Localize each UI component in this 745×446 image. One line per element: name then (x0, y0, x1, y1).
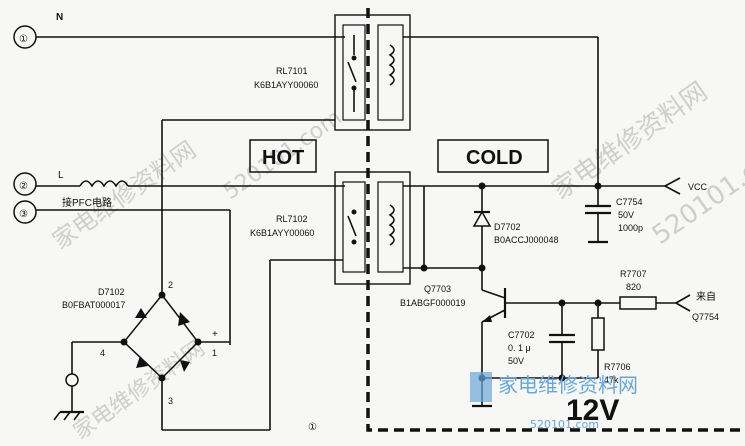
rl7102-coil-icon (388, 204, 395, 246)
bridge-diode-2 (178, 312, 190, 326)
rl7102-contact-dot-2 (351, 239, 357, 245)
rl7101-switch-arm (347, 61, 357, 83)
d7702-name: D7702 (494, 222, 521, 232)
c7754-name: C7754 (616, 197, 643, 207)
isolation-boundary (366, 8, 745, 432)
rl7102-box (334, 171, 411, 285)
c7702-name: C7702 (508, 330, 535, 340)
r7707-name: R7707 (620, 269, 647, 279)
hot-label: HOT (262, 147, 304, 169)
corner-watermark: 家电维修资料网 520101.com (470, 372, 638, 431)
c7754-capacitor: C7754 50V 1000p (585, 186, 643, 244)
rl7101-switch-box (342, 24, 366, 121)
c7754-cap: 1000p (618, 223, 643, 233)
hot-label-box: HOT (249, 139, 317, 173)
chassis-ground-hatch-3 (73, 411, 81, 421)
inductor-icon (79, 180, 129, 188)
r7706-resistor: R7706 47k (591, 303, 631, 385)
rl7101-name: RL7101 (276, 66, 308, 76)
pfc-note: 接PFC电路 (62, 196, 112, 209)
terminal-3-circle (13, 200, 37, 224)
rl7102-coil-box (377, 181, 404, 273)
rl7102-name: RL7102 (276, 214, 308, 224)
r7707-resistor: R7707 820 来自 Q7754 (619, 269, 719, 322)
bridge-pin-4: 4 (100, 348, 105, 358)
corner-watermark-url: 520101.com (530, 418, 599, 431)
d7702-part: B0ACCJ000048 (494, 235, 559, 245)
c7702-cap: 0. 1 μ (508, 343, 531, 353)
terminal-3-group: ③ (13, 200, 231, 345)
c7702-volt: 50V (508, 356, 524, 366)
rl7102-switch-box (342, 181, 366, 273)
d7702-diode: D7702 B0ACCJ000048 (472, 186, 559, 268)
bridge-diode-4 (180, 360, 190, 372)
q7703-name: Q7703 (424, 284, 451, 294)
watermark-text: 家电维修资料网 (47, 136, 201, 255)
terminal-3-label: ③ (19, 209, 28, 220)
terminal-2-group: ② L 接PFC电路 (13, 170, 345, 209)
relay-rl7101: RL7101 K6B1AYY00060 (254, 14, 411, 131)
rl7102-switch-arm (347, 215, 357, 237)
rl7101-coil-icon (388, 44, 395, 86)
rl7101-part: K6B1AYY00060 (254, 80, 318, 90)
rl7101-contact-dot-1 (351, 55, 357, 61)
ground-node-2 (558, 374, 566, 382)
cold-label: COLD (466, 147, 523, 169)
rl7101-contact-dot-2 (351, 85, 357, 91)
q7703-transistor: Q7703 B1ABGF000019 (400, 268, 507, 378)
terminal-2-label: ② (19, 181, 28, 192)
rl7101-coil-box (377, 24, 404, 121)
r7707-val: 820 (626, 282, 641, 292)
rl7101-box (334, 14, 411, 131)
corner-watermark-text: 家电维修资料网 (498, 373, 638, 397)
bridge-pin-1: 1 (212, 348, 217, 358)
d7102-part: B0FBAT000017 (62, 300, 125, 310)
bridge-pin-2: 2 (168, 280, 173, 290)
terminal-1-label: ① (19, 34, 28, 45)
n-label: N (56, 12, 63, 23)
c7754-volt: 50V (618, 210, 634, 220)
bridge-diode-3 (136, 356, 148, 368)
rl7102-part: K6B1AYY00060 (250, 228, 314, 238)
r7706-val: 47k (604, 375, 619, 385)
volt-12v: 12V (566, 394, 619, 427)
from-source: Q7754 (692, 312, 719, 322)
bridge-diode-1 (135, 308, 147, 318)
chassis-terminal-icon (65, 373, 79, 387)
watermark: 家电维修资料网 家电维修资料网 520101.com 520101.com 家电… (47, 77, 745, 445)
c7702-capacitor: C7702 0. 1 μ 50V (508, 303, 575, 378)
chassis-ground-hatch-1 (53, 411, 61, 421)
q7703-part: B1ABGF000019 (400, 298, 466, 308)
vcc-label: VCC (688, 182, 708, 192)
cold-label-box: COLD (437, 139, 549, 173)
bridge-pin-plus: + (212, 329, 218, 340)
vcc-arrow-icon (664, 177, 681, 195)
from-label: 来自 (696, 290, 716, 303)
d7102-name: D7102 (98, 287, 125, 297)
chassis-ground-hatch-2 (63, 411, 71, 421)
bottom-circle-1: ① (308, 422, 317, 433)
relay-rl7102: RL7102 K6B1AYY00060 (250, 171, 411, 285)
terminal-1-group: ① N (13, 12, 345, 49)
terminal-2-circle (13, 172, 37, 196)
rl7102-contact-dot-1 (351, 209, 357, 215)
bridge-pin-3: 3 (168, 396, 173, 406)
l-label: L (58, 170, 64, 181)
r7706-name: R7706 (604, 362, 631, 372)
